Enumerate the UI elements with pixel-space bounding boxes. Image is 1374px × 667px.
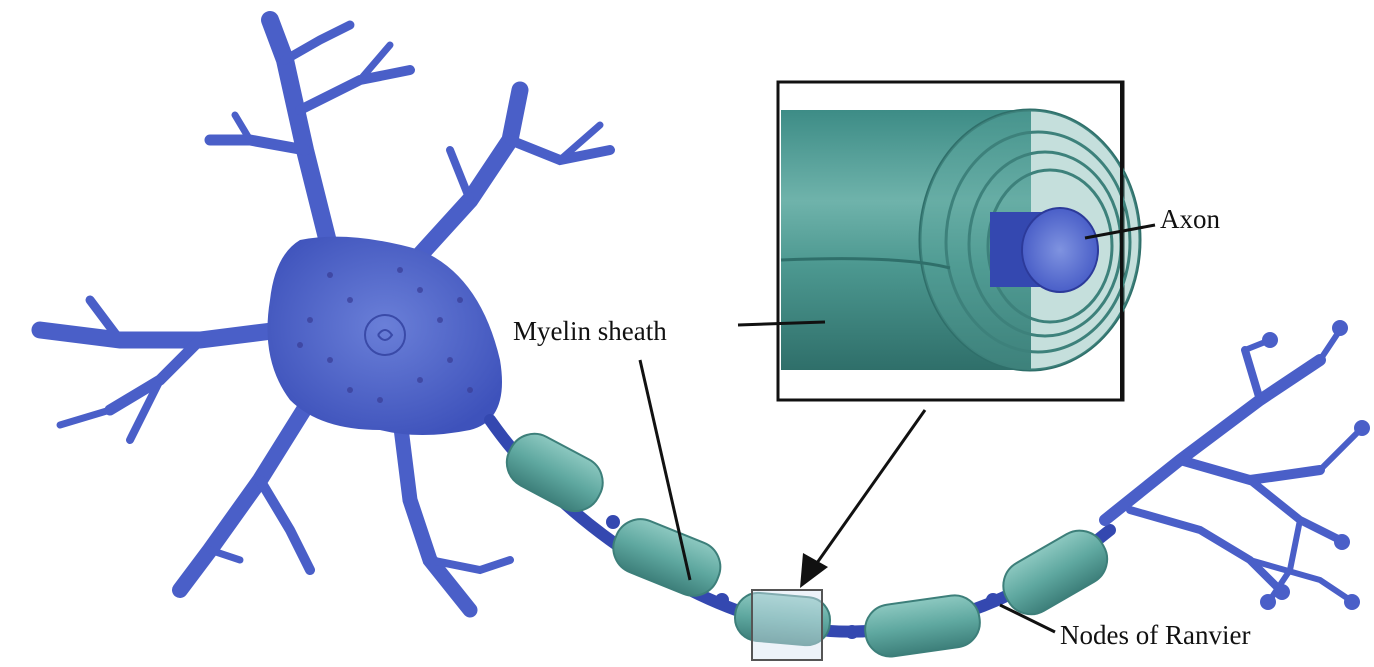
axon-terminals bbox=[1105, 330, 1360, 600]
zoom-arrow-head bbox=[800, 553, 828, 588]
cell-body bbox=[268, 237, 503, 435]
myelin-segment bbox=[862, 592, 983, 659]
inset-enlarged-view bbox=[778, 82, 1140, 400]
zoom-region-box bbox=[752, 590, 822, 660]
zoom-arrow-line bbox=[812, 410, 925, 570]
myelin-segment bbox=[498, 425, 612, 521]
axon-label: Axon bbox=[1160, 206, 1220, 233]
myelin-sheath-label: Myelin sheath bbox=[513, 318, 667, 345]
nodes-of-ranvier-label: Nodes of Ranvier bbox=[1060, 622, 1250, 649]
myelin-segment bbox=[606, 511, 729, 603]
